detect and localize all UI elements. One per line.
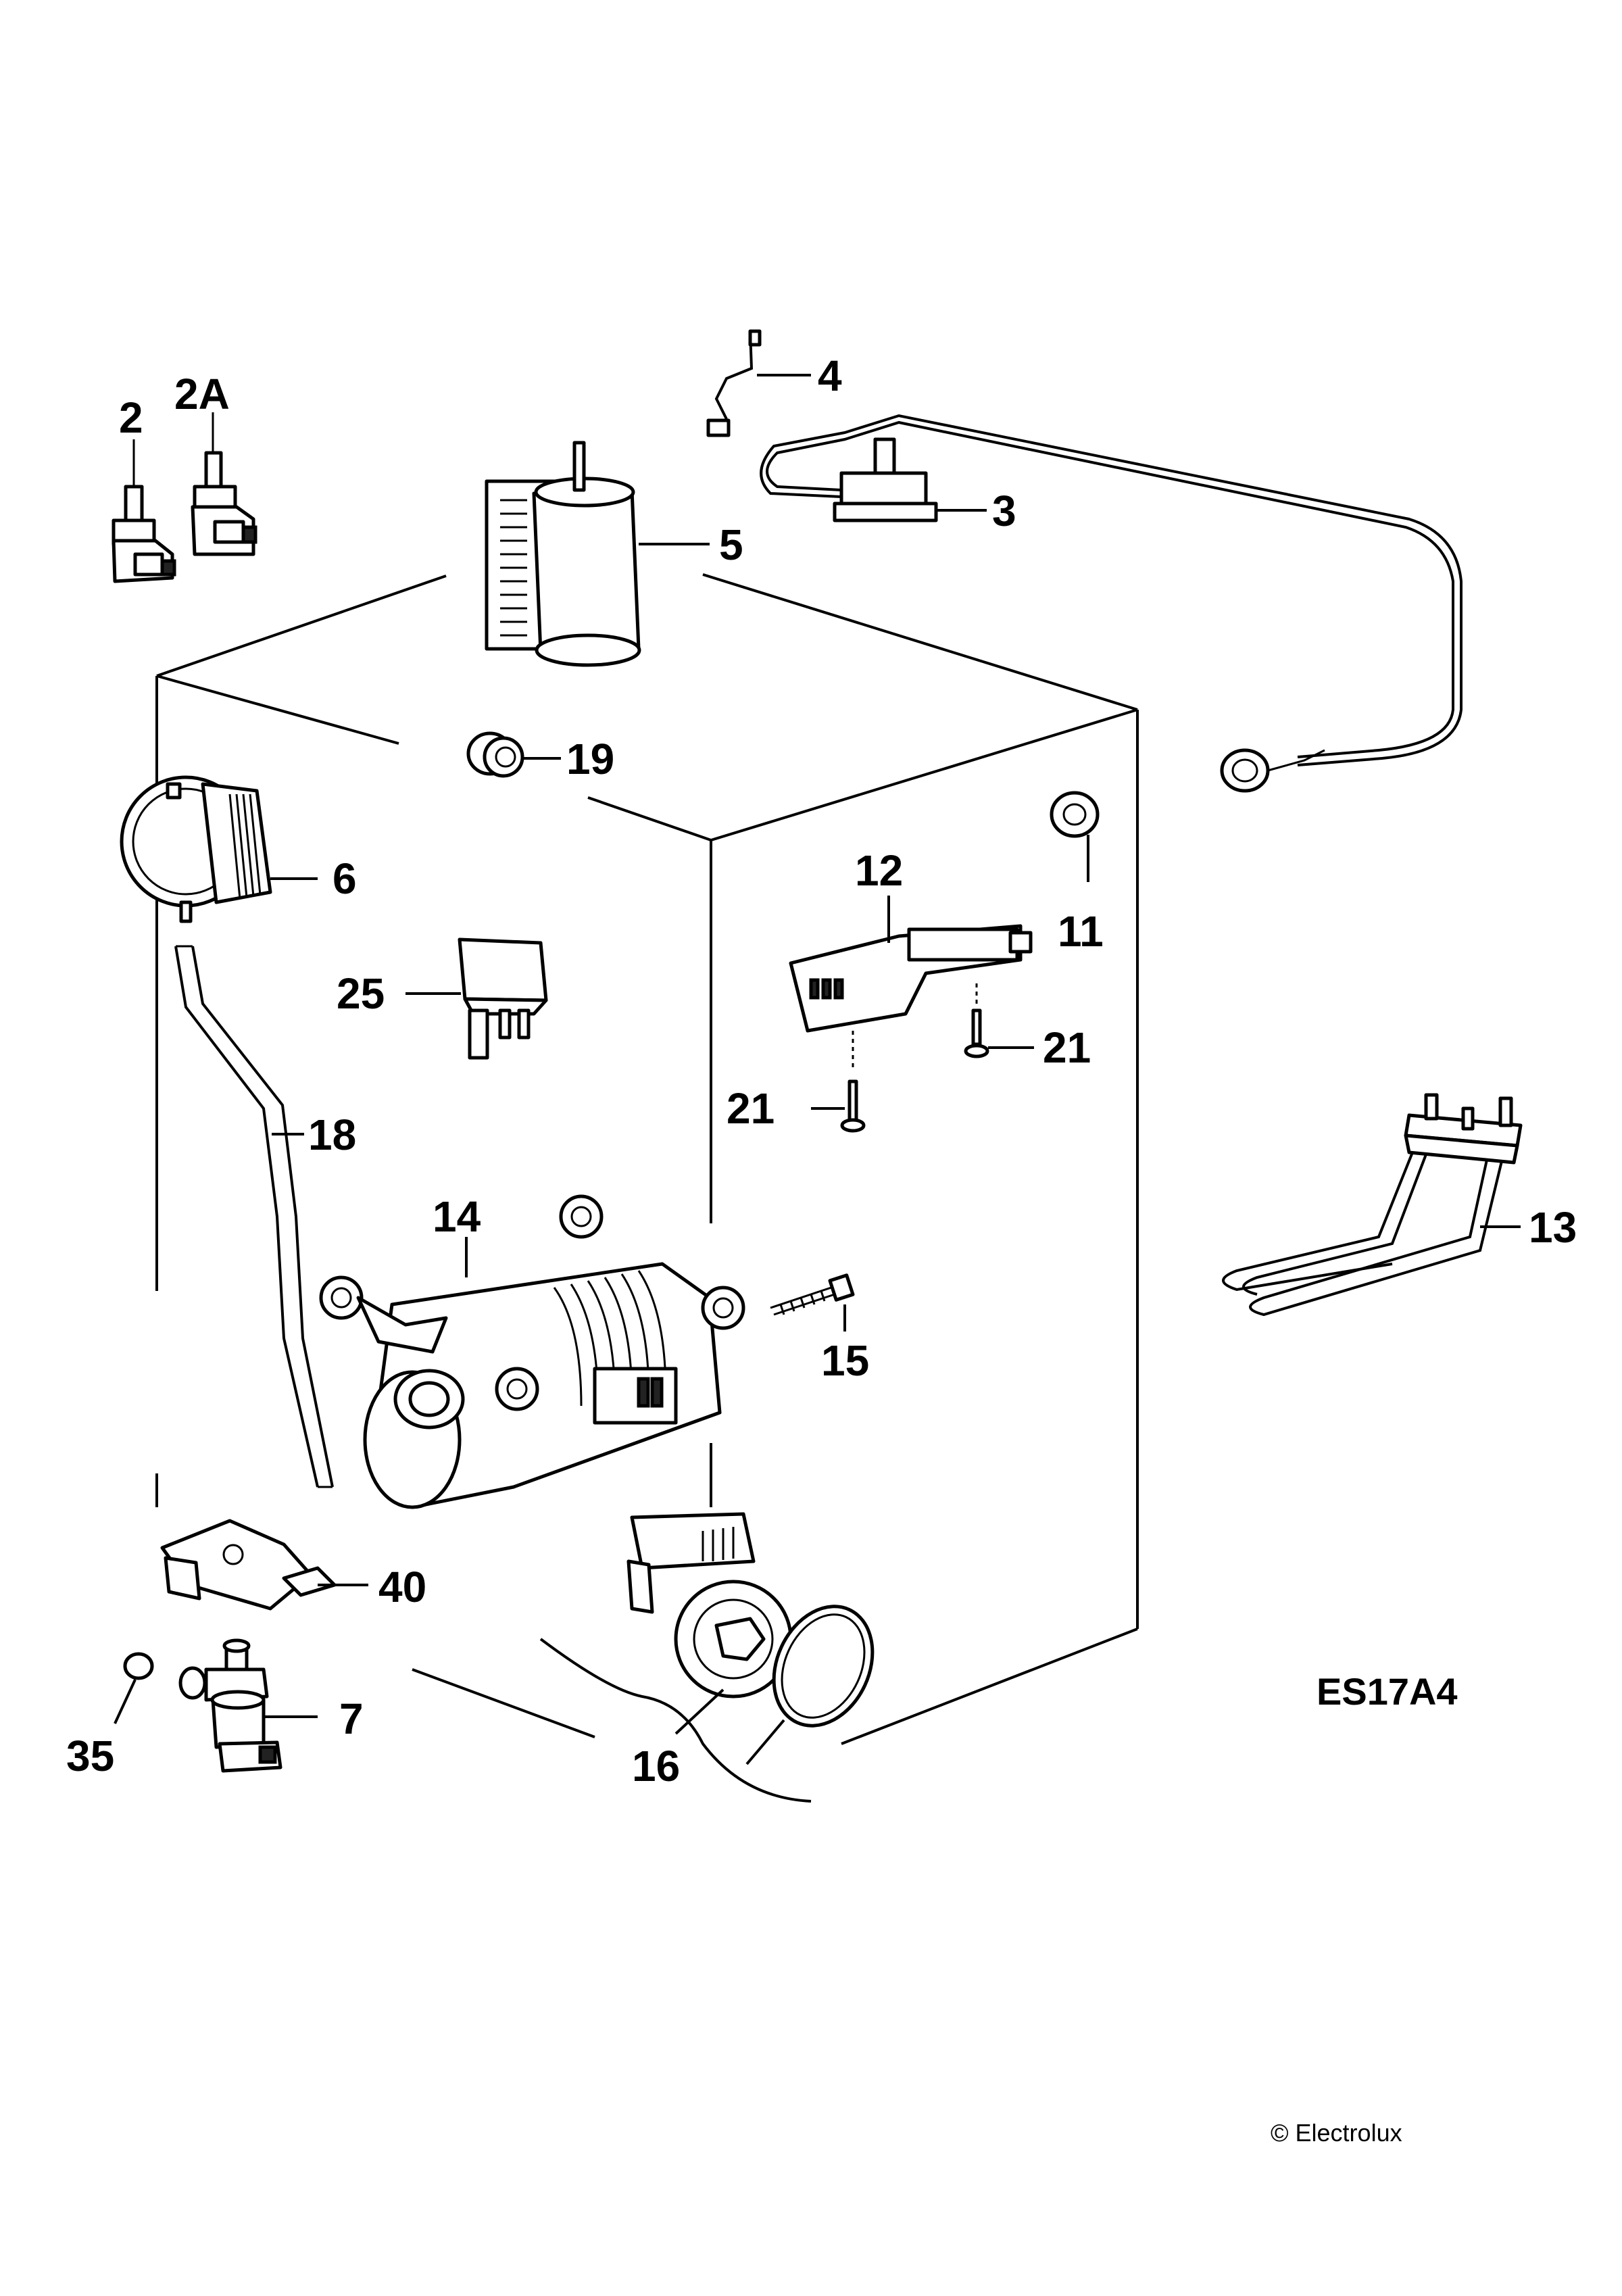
part-40-bracket	[160, 1519, 368, 1611]
part-21-screw-b	[811, 1031, 866, 1133]
label-40: 40	[378, 1563, 426, 1611]
label-2a: 2A	[174, 370, 230, 418]
part-35-oring	[114, 1652, 154, 1724]
part-18-hose	[174, 945, 334, 1488]
part-13-heater	[1222, 1093, 1523, 1317]
label-5: 5	[719, 520, 743, 569]
part-7-valve	[178, 1638, 318, 1773]
label-12: 12	[855, 846, 903, 895]
label-15: 15	[821, 1336, 869, 1385]
label-7: 7	[339, 1694, 364, 1743]
label-19: 19	[566, 735, 614, 783]
label-14: 14	[433, 1192, 481, 1241]
part-15-screw	[770, 1273, 855, 1332]
part-2-switch	[112, 439, 176, 583]
label-35: 35	[66, 1732, 114, 1780]
part-14-motor	[319, 1194, 745, 1509]
part-4-wire	[706, 329, 811, 437]
label-4: 4	[818, 351, 842, 400]
label-2: 2	[119, 393, 143, 442]
label-6: 6	[333, 854, 357, 903]
cabinet-outline	[155, 573, 1139, 1745]
label-18: 18	[308, 1110, 356, 1159]
diagram-code: ES17A4	[1317, 1670, 1458, 1713]
label-3: 3	[992, 487, 1016, 535]
label-11: 11	[1058, 907, 1104, 956]
part-5-component	[485, 441, 710, 667]
part-3-thermostat	[760, 414, 1463, 793]
part-16-drain-pump	[539, 1512, 875, 1803]
part-11-grommet	[1050, 791, 1100, 882]
label-16: 16	[632, 1742, 680, 1790]
part-19-grommet	[466, 731, 561, 778]
copyright-text: © Electrolux	[1271, 2119, 1402, 2147]
label-21a: 21	[1043, 1023, 1091, 1072]
part-12-door-lock	[789, 896, 1033, 1033]
part-25-relay	[406, 937, 548, 1060]
label-13: 13	[1529, 1203, 1577, 1252]
part-2a-switch	[191, 412, 257, 556]
part-21-screw-a	[964, 983, 1034, 1058]
label-25: 25	[337, 969, 385, 1018]
label-21b: 21	[727, 1084, 775, 1133]
part-6-pressure-switch	[120, 775, 318, 923]
